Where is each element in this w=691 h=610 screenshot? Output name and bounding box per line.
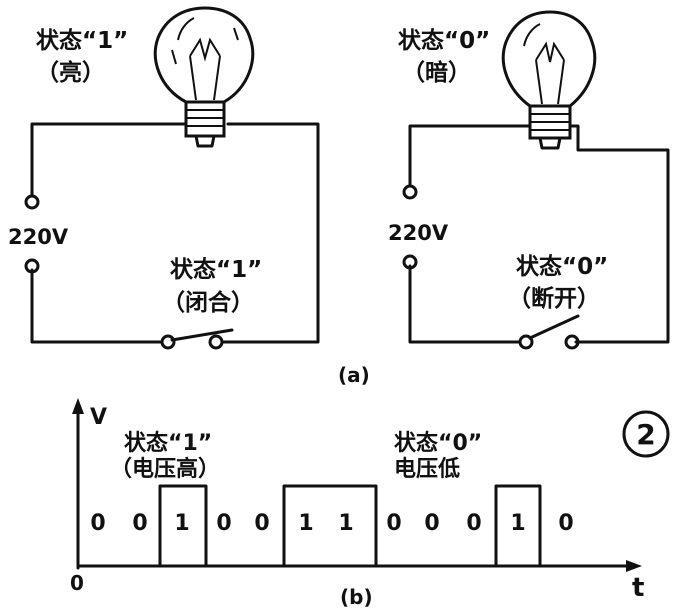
bit-label: 0 xyxy=(424,511,439,536)
high-note-state-label: 状态“1” xyxy=(124,430,212,456)
left-switch-desc-label: （闭合） xyxy=(162,289,254,316)
right-switch-state-label: 状态“0” xyxy=(516,253,608,280)
bit-label: 1 xyxy=(298,511,313,536)
bit-label: 0 xyxy=(466,511,481,536)
figure-number-badge: 2 xyxy=(622,410,670,458)
circuit-left-wire-bottom xyxy=(30,268,164,344)
bit-label: 1 xyxy=(510,511,525,536)
switch-closed-icon xyxy=(160,328,234,350)
circuit-left-wire-top xyxy=(30,122,320,344)
bit-label: 1 xyxy=(174,511,189,536)
terminal-right-bottom xyxy=(402,254,418,270)
bit-label: 0 xyxy=(386,511,401,536)
bit-label: 0 xyxy=(132,511,147,536)
x-axis-label: t xyxy=(632,573,644,603)
right-voltage-label: 220V xyxy=(388,221,449,245)
y-axis-arrow xyxy=(72,398,84,414)
light-bulb-off-icon xyxy=(501,10,597,150)
figure-number: 2 xyxy=(636,418,655,451)
high-note-desc-label: （电压高） xyxy=(110,456,220,482)
right-lamp-state-label: 状态“0” xyxy=(398,27,490,54)
circuit-right-wire-bottom xyxy=(408,264,522,344)
voltage-waveform xyxy=(158,484,542,568)
right-switch-desc-label: （断开） xyxy=(508,285,600,312)
left-voltage-label: 220V xyxy=(8,225,69,249)
terminal-left-bottom xyxy=(24,258,40,274)
circuit-right-wire-top xyxy=(408,124,670,344)
right-lamp-desc-label: （暗） xyxy=(402,59,471,86)
bit-label: 0 xyxy=(254,511,269,536)
bit-label: 0 xyxy=(216,511,231,536)
bit-label: 0 xyxy=(90,511,105,536)
circuit-right: 状态“0” （暗） 220V 状态“0” （断开） xyxy=(388,10,670,350)
left-lamp-state-label: 状态“1” xyxy=(36,27,128,54)
left-lamp-desc-label: （亮） xyxy=(36,59,105,86)
caption-a: (a) xyxy=(338,363,370,387)
switch-open-icon xyxy=(518,314,580,350)
bit-label: 1 xyxy=(338,511,353,536)
terminal-left-top xyxy=(24,194,40,210)
low-note-state-label: 状态“0” xyxy=(394,430,482,456)
caption-b: (b) xyxy=(340,585,373,609)
low-note-desc-label: 电压低 xyxy=(394,457,460,482)
x-axis-arrow xyxy=(626,560,642,572)
circuit-left: 状态“1” （亮） 220V 状态“1” （闭合） xyxy=(8,6,320,350)
bit-label: 0 xyxy=(558,511,573,536)
origin-label: 0 xyxy=(70,571,84,595)
y-axis-label: V xyxy=(90,405,107,430)
figure-number-circle xyxy=(622,410,670,458)
terminal-right-top xyxy=(402,184,418,200)
light-bulb-on-icon xyxy=(153,6,255,148)
left-switch-state-label: 状态“1” xyxy=(170,256,262,283)
